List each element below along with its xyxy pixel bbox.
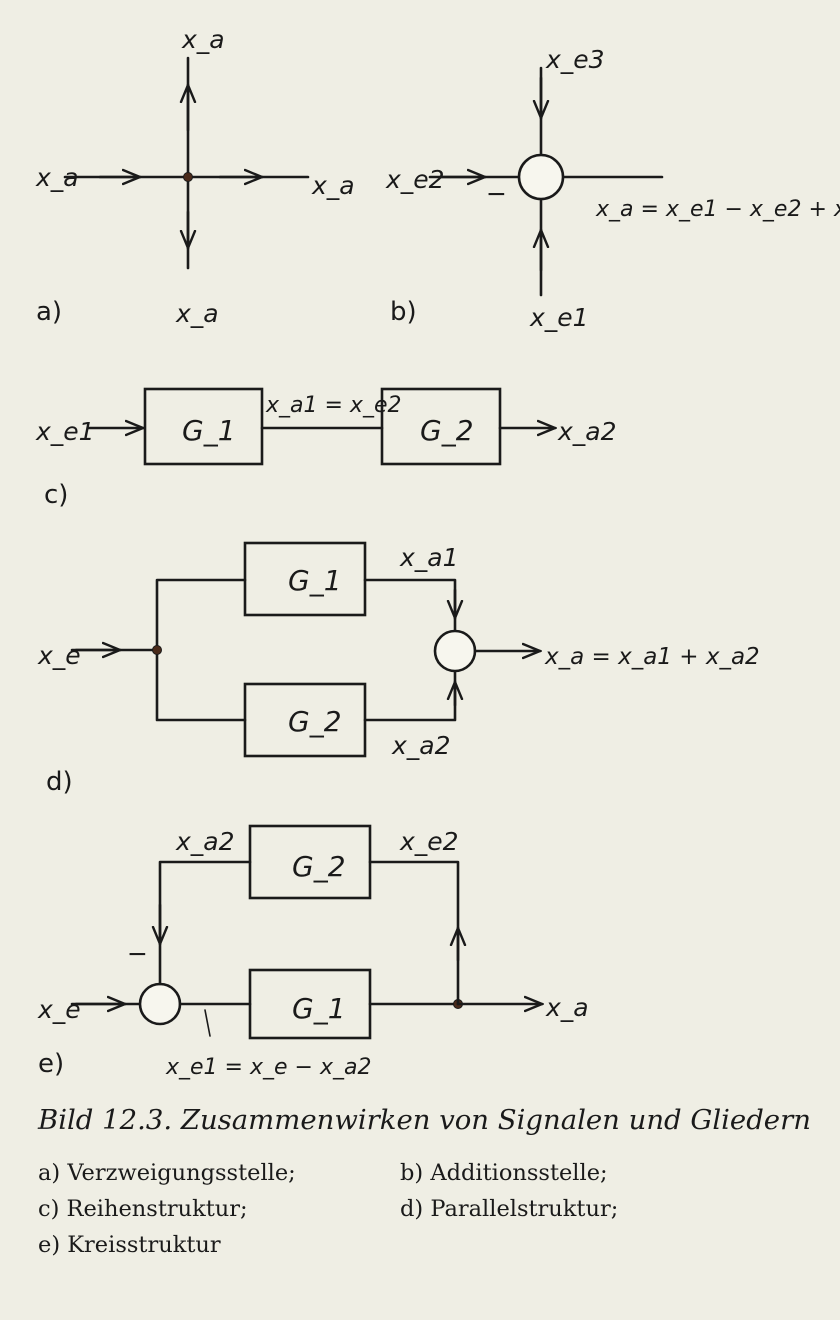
c-label-out: x_a2 xyxy=(557,417,617,446)
panel-d: x_e G_1 G_2 x_a1 x_a2 x_a = x_a1 + x_a2 … xyxy=(37,541,760,797)
b-minus-sign: − xyxy=(486,179,507,208)
caption-item-e: e) Kreisstruktur xyxy=(38,1232,221,1258)
b-label-out-equation: x_a = x_e1 − x_e2 + x_e3 xyxy=(595,197,840,222)
c-label-in: x_e1 xyxy=(35,417,95,446)
e-label-out: x_a xyxy=(545,993,589,1022)
caption-title: Bild 12.3. Zusammenwirken von Signalen u… xyxy=(38,1104,811,1136)
panel-e: x_e G_2 G_1 x_a2 x_e2 − x_a x_e1 = x_e −… xyxy=(37,824,589,1080)
d-line-bottom-out xyxy=(363,670,457,722)
d-branch-point xyxy=(152,645,162,655)
e-label-left: x_a2 xyxy=(175,827,235,856)
caption-item-b: b) Additionsstelle; xyxy=(400,1160,608,1186)
d-line-top-out xyxy=(363,578,457,632)
caption-item-c: c) Reihenstruktur; xyxy=(38,1196,248,1222)
a-label-in: x_a xyxy=(35,163,79,192)
e-feedback-left xyxy=(158,860,252,986)
caption-item-a: a) Verzweigungsstelle; xyxy=(38,1160,296,1186)
e-summing-junction xyxy=(138,982,182,1026)
caption-item-d: d) Parallelstruktur; xyxy=(400,1196,619,1222)
a-label-out-right: x_a xyxy=(311,171,355,200)
c-label-mid-equation: x_a1 = x_e2 xyxy=(265,393,401,418)
e-label-in: x_e xyxy=(37,995,81,1024)
d-label-g1: G_1 xyxy=(288,564,342,597)
d-label-bottom: x_a2 xyxy=(391,731,451,760)
d-label-in: x_e xyxy=(37,641,81,670)
b-label-in-bottom: x_e1 xyxy=(529,303,589,332)
b-label-in-left: x_e2 xyxy=(385,165,445,194)
d-branch-top xyxy=(155,578,247,652)
a-label-out-up: x_a xyxy=(181,25,225,54)
block-diagram: x_a x_a x_a x_a a) x_e3 x_e2 x_e1 − x_a … xyxy=(35,25,840,1080)
e-label-right: x_e2 xyxy=(399,827,459,856)
e-label-equation: x_e1 = x_e − x_a2 xyxy=(165,1055,371,1080)
c-block-g2 xyxy=(380,387,502,466)
panel-a: x_a x_a x_a x_a a) xyxy=(35,25,355,328)
panel-b: x_e3 x_e2 x_e1 − x_a = x_e1 − x_e2 + x_e… xyxy=(385,45,840,332)
e-feedback-right xyxy=(368,860,460,1006)
c-label-g2: G_2 xyxy=(420,414,474,447)
c-label-g1: G_1 xyxy=(182,414,236,447)
b-tag: b) xyxy=(390,297,417,327)
d-label-out-equation: x_a = x_a1 + x_a2 xyxy=(544,644,760,670)
b-summing-junction xyxy=(517,153,565,201)
a-branch-point xyxy=(183,172,193,182)
c-tag: c) xyxy=(44,480,68,510)
e-label-g2: G_2 xyxy=(292,850,346,883)
d-label-g2: G_2 xyxy=(288,705,342,738)
d-branch-bottom xyxy=(155,648,247,722)
e-minus-sign: − xyxy=(127,939,148,968)
a-label-out-down: x_a xyxy=(175,299,219,328)
d-label-top: x_a1 xyxy=(399,543,459,572)
b-label-in-top: x_e3 xyxy=(545,45,605,74)
e-label-g1: G_1 xyxy=(292,992,346,1025)
panel-c: x_e1 G_1 x_a1 = x_e2 G_2 x_a2 c) xyxy=(35,387,617,510)
c-block-g1 xyxy=(143,387,264,466)
e-equation-pointer xyxy=(204,1009,211,1037)
d-summing-junction xyxy=(433,629,477,673)
e-tag: e) xyxy=(38,1049,64,1079)
a-tag: a) xyxy=(36,297,62,327)
d-tag: d) xyxy=(46,767,73,797)
